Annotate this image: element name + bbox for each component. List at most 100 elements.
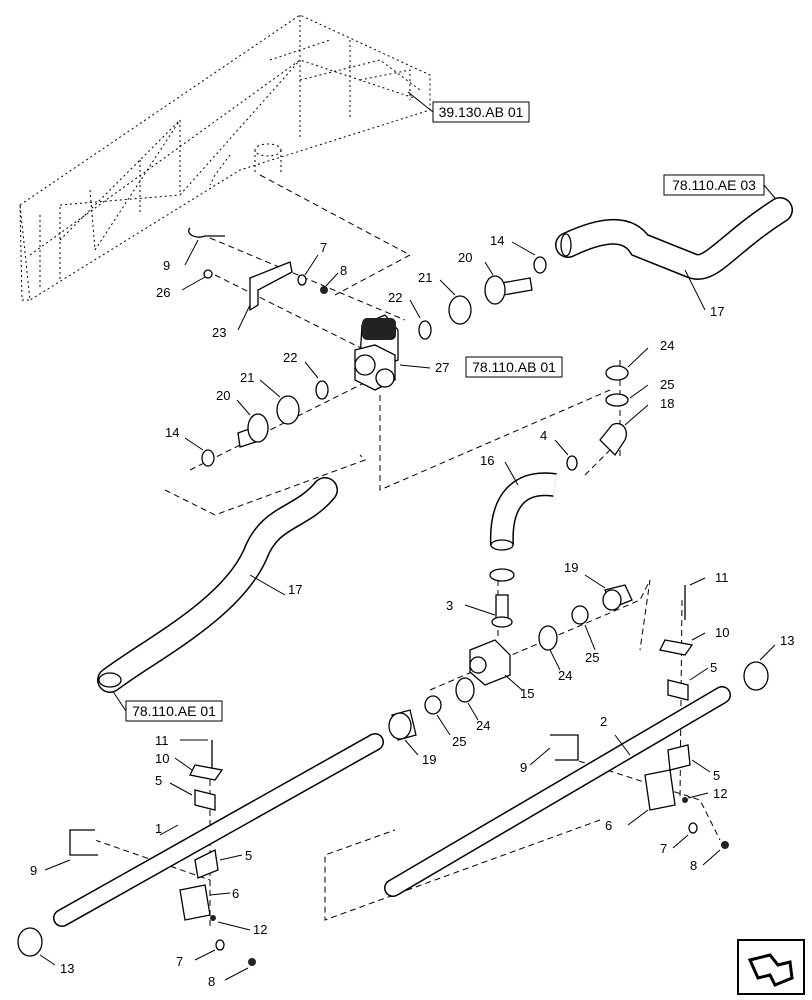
bracket-6-left: [179, 884, 231, 921]
callout-26: 26: [156, 285, 170, 300]
pin-9-upper: [184, 227, 225, 266]
callout-9: 9: [30, 863, 37, 878]
bracket-23: [237, 261, 293, 331]
callout-24: 24: [558, 668, 572, 683]
block-5-right-bottom: [667, 744, 711, 773]
nut-8-right: [702, 841, 729, 866]
callout-4: 4: [540, 428, 547, 443]
gasket-25-low: [424, 695, 451, 736]
cap-13-right: [743, 644, 776, 691]
nut-19-right: [584, 574, 633, 611]
clamp-21-lower: [259, 379, 300, 425]
callout-21: 21: [240, 370, 254, 385]
clamp-24-mid: [538, 625, 561, 671]
ref-78-110-ae-03[interactable]: 78.110.AE 03: [663, 174, 765, 196]
ubolt-9-left: [44, 829, 98, 871]
callout-9: 9: [520, 760, 527, 775]
callout-25: 25: [452, 734, 466, 749]
fitting-3: [464, 594, 513, 628]
callout-18: 18: [660, 396, 674, 411]
block-5-left-top: [169, 782, 216, 811]
ref-39-130-ab-01[interactable]: 39.130.AB 01: [432, 101, 530, 123]
callout-10: 10: [155, 751, 169, 766]
clamp-24-top: [605, 347, 649, 381]
callout-11: 11: [155, 733, 169, 748]
pipe-1: [53, 733, 384, 927]
nut-12-left: [210, 915, 251, 931]
plate-10-right: [659, 632, 706, 656]
callout-25: 25: [585, 650, 599, 665]
callout-19: 19: [564, 560, 578, 575]
hose-16: [489, 461, 557, 551]
callout-16: 16: [480, 453, 494, 468]
callout-20: 20: [458, 250, 472, 265]
callout-5: 5: [155, 773, 162, 788]
elbow-18: [599, 404, 649, 457]
next-page-arrow-icon[interactable]: [737, 939, 805, 995]
clamp-top-3: [489, 568, 515, 582]
callout-22: 22: [388, 290, 402, 305]
callout-22: 22: [283, 350, 297, 365]
pipe-2: [384, 686, 731, 897]
clip-14-lower: [184, 437, 215, 467]
boom-frame: [19, 14, 431, 301]
callout-13: 13: [780, 633, 794, 648]
svg-text:78.110.AE 03: 78.110.AE 03: [672, 177, 756, 193]
callout-5: 5: [710, 660, 717, 675]
callout-17: 17: [288, 582, 302, 597]
washer-7-left: [194, 939, 225, 961]
svg-text:78.110.AB 01: 78.110.AB 01: [472, 359, 556, 375]
callout-25: 25: [660, 377, 674, 392]
bolt-11-right: [684, 577, 706, 620]
plate-10-left: [174, 757, 224, 781]
nut-8-upper: [320, 272, 339, 294]
ubolt-9-right: [529, 734, 579, 766]
callout-14: 14: [165, 425, 179, 440]
callout-20: 20: [216, 388, 230, 403]
callout-24: 24: [476, 718, 490, 733]
callout-labels: 9 26 23 7 8 14 20 21 22 27 17 22 21 20 1…: [30, 233, 794, 989]
cap-13-left: [17, 927, 56, 966]
callout-11: 11: [715, 570, 729, 585]
nut-8-left: [224, 958, 256, 981]
ref-78-110-ae-01[interactable]: 78.110.AE 01: [125, 700, 223, 722]
callout-15: 15: [520, 686, 534, 701]
callout-5: 5: [245, 848, 252, 863]
ref-78-110-ab-01[interactable]: 78.110.AB 01: [465, 356, 563, 378]
callout-8: 8: [208, 974, 215, 989]
callout-27: 27: [435, 360, 449, 375]
callout-10: 10: [715, 625, 729, 640]
bolt-11-left: [180, 739, 213, 770]
clip-4: [554, 439, 578, 471]
callout-14: 14: [490, 233, 504, 248]
washer-7-right: [672, 822, 698, 849]
callout-2: 2: [600, 714, 607, 729]
stem-20-lower: [236, 399, 269, 448]
oring-22-upper: [409, 299, 432, 340]
svg-text:78.110.AE 01: 78.110.AE 01: [132, 703, 216, 719]
callout-1: 1: [155, 821, 162, 836]
callout-13: 13: [60, 961, 74, 976]
callout-12: 12: [713, 786, 727, 801]
stem-20-upper: [484, 261, 533, 305]
callout-12: 12: [253, 922, 267, 937]
clamp-24-low: [455, 677, 479, 721]
callout-7: 7: [176, 954, 183, 969]
callout-21: 21: [418, 270, 432, 285]
valve-27: [354, 314, 431, 391]
nut-19-left: [388, 709, 419, 756]
tee-15: [469, 639, 523, 691]
oring-22-lower: [304, 361, 329, 400]
callout-6: 6: [605, 818, 612, 833]
callout-8: 8: [340, 263, 347, 278]
callout-19: 19: [422, 752, 436, 767]
bolt-26: [181, 269, 213, 291]
clamp-21-upper: [439, 279, 472, 325]
gasket-25-mid: [571, 605, 596, 651]
nut-12-right: [682, 792, 709, 803]
callout-7: 7: [320, 240, 327, 255]
callout-24: 24: [660, 338, 674, 353]
block-5-left-bottom: [194, 849, 243, 879]
hose-17-lower: [97, 477, 338, 693]
